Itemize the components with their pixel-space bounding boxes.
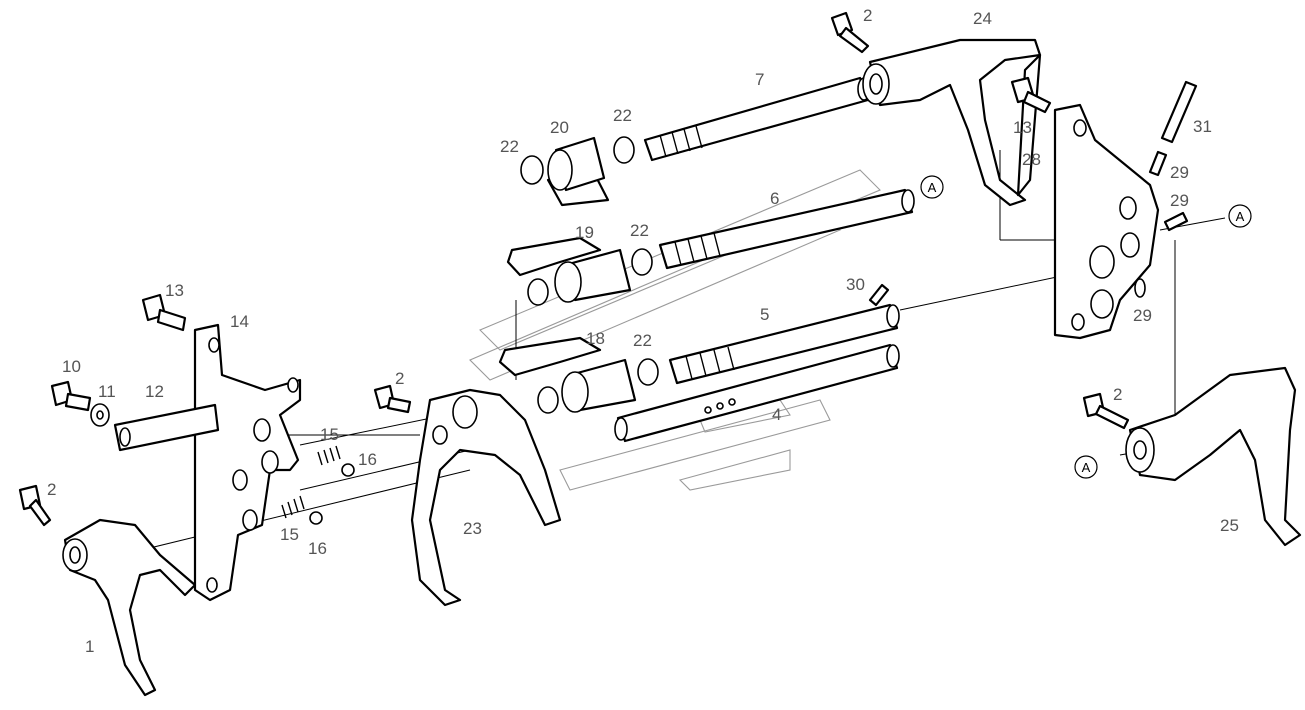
shift-fork-24 [862, 38, 1042, 207]
bolt-2-right [1082, 392, 1130, 430]
bolt-2-top [830, 11, 870, 54]
callout-1: 1 [85, 637, 94, 656]
callout-5: 5 [760, 305, 769, 324]
callout-20: 20 [550, 118, 569, 137]
reference-label: A [1236, 209, 1245, 224]
shaft-5 [668, 303, 900, 385]
callout-2-right: 2 [1113, 385, 1122, 404]
interlock-plate-14 [193, 323, 302, 602]
callout-2-center: 2 [395, 369, 404, 388]
callout-22-low: 22 [633, 331, 652, 350]
bolt-13-left [141, 293, 187, 332]
callout-18: 18 [586, 329, 605, 348]
callout-6: 6 [770, 189, 779, 208]
callout-labels: 1 2 2 2 2 4 5 6 7 10 11 12 13 13 14 15 1… [47, 6, 1239, 656]
retaining-ring-left-19 [527, 278, 549, 306]
callout-10: 10 [62, 357, 81, 376]
reference-a-right: A [1228, 204, 1252, 228]
reference-label: A [1082, 460, 1091, 475]
pin-29-low [1134, 278, 1146, 298]
callout-12: 12 [145, 382, 164, 401]
reference-a-bottom: A [1074, 455, 1098, 479]
callout-22-mid: 22 [630, 221, 649, 240]
callout-30: 30 [846, 275, 865, 294]
shaft-6 [658, 188, 915, 270]
washer-11 [90, 403, 110, 427]
shaft-12 [113, 403, 220, 452]
callout-4: 4 [772, 405, 781, 424]
bolt-10 [50, 380, 92, 412]
callout-29-top: 29 [1170, 163, 1189, 182]
spring-15-upper [317, 445, 341, 466]
callout-16-upper: 16 [358, 450, 377, 469]
callout-14: 14 [230, 312, 249, 331]
callout-13-right: 13 [1013, 118, 1032, 137]
pin-31 [1160, 80, 1198, 144]
retaining-ring-22-mid [631, 248, 653, 276]
callout-13-left: 13 [165, 281, 184, 300]
spring-15-lower [281, 495, 305, 519]
callout-2-top: 2 [863, 6, 872, 25]
dog-18 [498, 336, 637, 413]
callout-31: 31 [1193, 117, 1212, 136]
callout-11: 11 [98, 382, 116, 401]
callout-22-top-right: 22 [613, 106, 632, 125]
bolt-13-right [1010, 76, 1052, 114]
bolt-2-center [373, 384, 412, 414]
retaining-ring-22-top-left [520, 155, 544, 185]
shaft-4 [614, 343, 900, 443]
shift-fork-23 [410, 388, 562, 607]
callout-29-low: 29 [1133, 306, 1152, 325]
callout-15-upper: 15 [320, 425, 339, 444]
callout-19: 19 [575, 223, 594, 242]
pin-30 [868, 283, 890, 307]
retaining-ring-22-low [637, 358, 659, 386]
dog-19 [506, 236, 632, 303]
retaining-ring-22-top-right [613, 136, 635, 164]
callout-7: 7 [755, 70, 764, 89]
shaft-7 [643, 76, 871, 162]
callout-24: 24 [973, 9, 992, 28]
bolt-2-left [18, 484, 52, 527]
callout-28: 28 [1022, 150, 1041, 169]
callout-22-top-left: 22 [500, 137, 519, 156]
shift-fork-1 [62, 518, 197, 697]
callout-23: 23 [463, 519, 482, 538]
ball-16-lower [309, 511, 323, 525]
shift-fork-25 [1125, 366, 1302, 547]
reference-label: A [928, 180, 937, 195]
reference-a-top: A [920, 175, 944, 199]
callout-2-left: 2 [47, 480, 56, 499]
bush-20 [546, 136, 610, 207]
pin-29-mid [1163, 211, 1189, 232]
retaining-ring-left-18 [537, 386, 559, 414]
callout-16-lower: 16 [308, 539, 327, 558]
selector-bracket-28 [1053, 103, 1160, 340]
callout-15-lower: 15 [280, 525, 299, 544]
ball-16-upper [341, 463, 355, 477]
callout-25: 25 [1220, 516, 1239, 535]
callout-29-mid: 29 [1170, 191, 1189, 210]
pin-29-top [1148, 150, 1168, 177]
